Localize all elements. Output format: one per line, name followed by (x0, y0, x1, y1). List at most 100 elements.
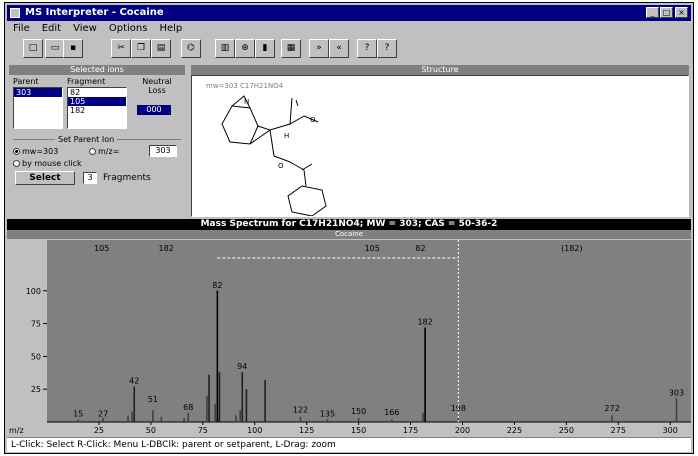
x-tick-label: 175 (403, 426, 418, 435)
cut-icon: ✂ (117, 43, 125, 53)
copy-button[interactable]: ❐ (131, 39, 151, 58)
menu-view[interactable]: View (73, 23, 97, 34)
fragment-list-item[interactable]: 105 (68, 97, 126, 106)
radio-mz-dot[interactable] (89, 148, 96, 155)
zoom-button[interactable]: ⊕ (235, 39, 255, 58)
neutral-loss-label: Neutral Loss (142, 77, 172, 95)
fragment-list-item[interactable]: 182 (70, 106, 86, 115)
paste-icon: ▤ (156, 43, 166, 53)
cut-button[interactable]: ✂ (111, 39, 131, 58)
x-tick-label: 25 (94, 426, 104, 435)
x-tick-label: 275 (611, 426, 626, 435)
prev-icon: « (336, 43, 342, 53)
peak-label: 27 (98, 409, 108, 418)
bar-button[interactable]: ▮ (255, 39, 275, 58)
peak-label: 303 (669, 388, 684, 397)
neutral-loss-value[interactable]: 000 (137, 105, 171, 115)
spectrum-button[interactable]: ▥ (215, 39, 235, 58)
structure-panel: Structure mw=303 C17H21NO4 N H (191, 65, 689, 217)
x-tick-label: 100 (247, 426, 262, 435)
spectrum-title: Mass Spectrum for C17H21NO4; MW = 303; C… (7, 219, 691, 230)
mz-input[interactable]: 303 (149, 145, 177, 157)
svg-text:N: N (244, 98, 249, 106)
spectrum-marker: 82 (415, 244, 425, 253)
peak-label: 150 (351, 407, 366, 416)
structure-icon: ⌬ (187, 43, 195, 53)
fragment-label: Fragment (67, 77, 106, 86)
x-tick-label: 250 (559, 426, 574, 435)
peak-label: 272 (604, 404, 619, 413)
svg-text:H: H (284, 132, 289, 140)
x-axis-label: m/z (9, 426, 24, 435)
peak-label: 182 (417, 318, 432, 327)
peak-label: 82 (212, 281, 222, 290)
next-icon: » (316, 43, 322, 53)
spectrum-marker: 182 (158, 244, 173, 253)
table-button[interactable]: ▦ (281, 39, 301, 58)
x-tick-label: 200 (455, 426, 470, 435)
radio-mz[interactable]: m/z= (89, 147, 119, 156)
save-button[interactable]: ▪ (63, 39, 83, 58)
fragments-count[interactable]: 3 (83, 172, 97, 184)
next-button[interactable]: » (309, 39, 329, 58)
copy-icon: ❐ (136, 43, 146, 53)
structure-view[interactable]: mw=303 C17H21NO4 N H O O (191, 75, 689, 217)
peak-label: 42 (129, 377, 139, 386)
fragments-label: Fragments (103, 173, 151, 183)
x-tick-label: 125 (299, 426, 314, 435)
peak-label: 68 (183, 403, 193, 412)
parent-label: Parent (13, 77, 39, 86)
svg-text:O: O (310, 116, 316, 124)
structure-formula: mw=303 C17H21NO4 (206, 82, 284, 90)
structure-header: Structure (191, 65, 689, 75)
select-button[interactable]: Select (15, 171, 75, 185)
radio-mw-label: mw=303 (22, 147, 59, 156)
parent-list-item[interactable]: 303 (14, 88, 62, 97)
x-tick-label: 150 (351, 426, 366, 435)
radio-mw-dot[interactable] (13, 148, 20, 155)
spectrum-marker: 105 (94, 244, 109, 253)
spectrum-subtitle: Cocaine (7, 230, 691, 239)
x-tick-label: 75 (198, 426, 208, 435)
new-icon: □ (28, 43, 38, 53)
paste-button[interactable]: ▤ (151, 39, 171, 58)
set-parent-label: Set Parent Ion (55, 135, 118, 144)
peak-label: 94 (237, 362, 247, 371)
parent-list[interactable]: 303 (13, 87, 63, 129)
menu-options[interactable]: Options (108, 23, 148, 34)
menu-file[interactable]: File (13, 23, 30, 34)
title-bar: MS Interpreter - Cocaine _ □ × (7, 5, 691, 21)
radio-mw[interactable]: mw=303 (13, 147, 58, 156)
new-button[interactable]: □ (23, 39, 43, 58)
app-icon[interactable] (10, 8, 20, 18)
structure-button[interactable]: ⌬ (181, 39, 201, 58)
menu-help[interactable]: Help (159, 23, 183, 34)
y-tick-label: 25 (31, 385, 41, 394)
y-tick-label: 75 (31, 320, 41, 329)
menu-bar: File Edit View Options Help (7, 22, 691, 36)
radio-mouse-dot[interactable] (13, 160, 20, 167)
selected-ions-header: Selected ions (9, 65, 185, 75)
peak-label: 51 (148, 395, 158, 404)
context-help-button[interactable]: ? (377, 39, 397, 58)
menu-edit[interactable]: Edit (41, 23, 62, 34)
fragment-list-item[interactable]: 82 (70, 88, 81, 97)
toolbar: □ ▭ ▪ ✂ ❐ ▤ ⌬ ▥⊕▮ ▦ » «?? (7, 37, 691, 61)
context-help-icon: ? (384, 43, 390, 53)
radio-mouse[interactable]: by mouse click (13, 159, 82, 168)
maximize-button[interactable]: □ (660, 7, 673, 18)
minimize-button[interactable]: _ (646, 7, 659, 18)
close-button[interactable]: × (675, 7, 688, 18)
open-button[interactable]: ▭ (45, 39, 65, 58)
save-icon: ▪ (69, 43, 77, 53)
x-tick-label: 225 (507, 426, 522, 435)
help-button[interactable]: ? (357, 39, 377, 58)
molecule-drawing: N H O O (221, 95, 327, 216)
selected-ions-panel: Selected ions Parent Fragment Neutral Lo… (9, 65, 185, 217)
prev-button[interactable]: « (329, 39, 349, 58)
radio-mz-label: m/z= (98, 147, 120, 156)
peak-label: 166 (384, 408, 399, 417)
y-tick-label: 100 (26, 287, 41, 296)
